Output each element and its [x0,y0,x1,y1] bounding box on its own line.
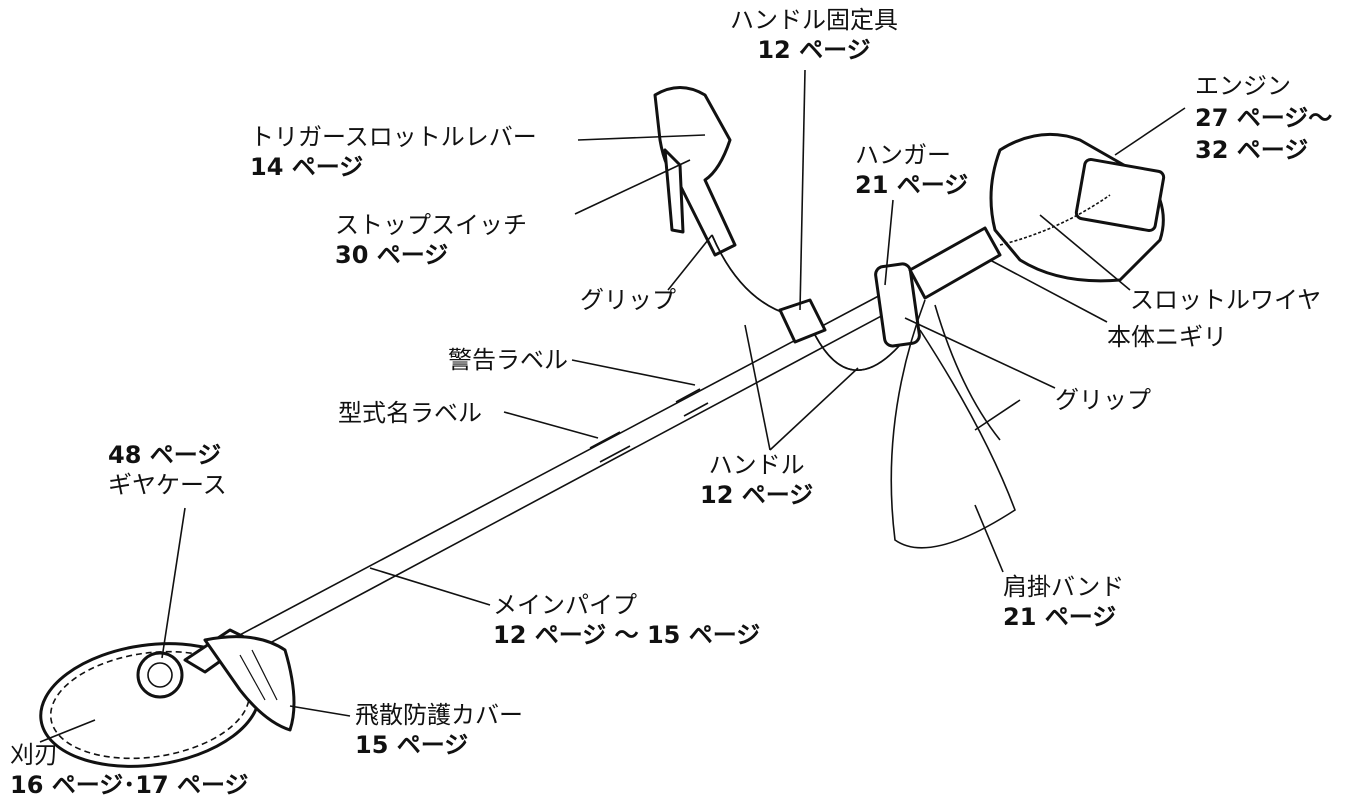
label-throttle-wire: スロットルワイヤ [1130,285,1321,315]
trigger-lever-name: トリガースロットルレバー [250,123,537,151]
guard-drawing [183,628,296,732]
body-grip-name: 本体ニギリ [1107,323,1227,351]
handle-drawing [653,86,906,371]
label-body-grip: 本体ニギリ [1107,322,1227,352]
handle-name: ハンドル [708,451,805,479]
label-trigger-lever: トリガースロットルレバー 14 ページ [250,122,537,182]
main-pipe-drawing [169,281,916,691]
blade-page: 16 ページ･17 ページ [10,771,249,799]
stop-switch-name: ストップスイッチ [335,211,527,239]
engine-drawing [874,132,1166,348]
label-blade: 刈刃 16 ページ･17 ページ [10,740,249,800]
stop-switch-page: 30 ページ [335,241,449,269]
label-grip-right: グリップ [1055,385,1151,415]
warning-label-name: 警告ラベル [448,346,568,374]
label-stop-switch: ストップスイッチ 30 ページ [335,210,527,270]
guard-name: 飛散防護カバー [355,701,523,729]
label-warning: 警告ラベル [448,345,568,375]
handle-page: 12 ページ [700,481,814,509]
label-handle: ハンドル 12 ページ [700,450,813,510]
hanger-name: ハンガー [855,141,951,169]
label-shoulder-band: 肩掛バンド 21 ページ [1003,572,1124,632]
engine-name: エンジン [1195,72,1291,100]
label-main-pipe: メインパイプ 12 ページ ～ 15 ページ [493,590,760,650]
label-hanger: ハンガー 21 ページ [855,140,968,200]
shoulder-band-name: 肩掛バンド [1003,573,1125,601]
label-gear-case: 48 ページ ギヤケース [108,440,227,500]
engine-page2: 32 ページ [1195,136,1309,164]
label-engine: エンジン 27 ページ～ 32 ページ [1195,70,1332,166]
model-label-name: 型式名ラベル [338,399,482,427]
main-pipe-name: メインパイプ [493,591,637,619]
label-guard: 飛散防護カバー 15 ページ [355,700,523,760]
trigger-lever-page: 14 ページ [250,153,364,181]
main-pipe-page: 12 ページ ～ 15 ページ [493,621,761,649]
grip-left-name: グリップ [580,286,676,314]
hanger-page: 21 ページ [855,171,969,199]
gear-case-page: 48 ページ [108,441,222,469]
shoulder-band-drawing [890,299,1021,549]
shoulder-band-page: 21 ページ [1003,603,1117,631]
engine-page: 27 ページ～ [1195,104,1333,132]
throttle-wire-name: スロットルワイヤ [1130,286,1322,314]
blade-name: 刈刃 [10,741,58,769]
label-grip-left: グリップ [580,285,676,315]
label-model: 型式名ラベル [338,398,482,428]
handle-fixture-page: 12 ページ [757,36,871,64]
blade-drawing [39,642,261,768]
leader-lines [39,69,1186,743]
grip-right-name: グリップ [1055,386,1151,414]
gear-case-name: ギヤケース [108,471,227,499]
guard-page: 15 ページ [355,731,469,759]
handle-fixture-name: ハンドル固定具 [730,6,898,34]
label-handle-fixture: ハンドル固定具 12 ページ [730,5,898,65]
